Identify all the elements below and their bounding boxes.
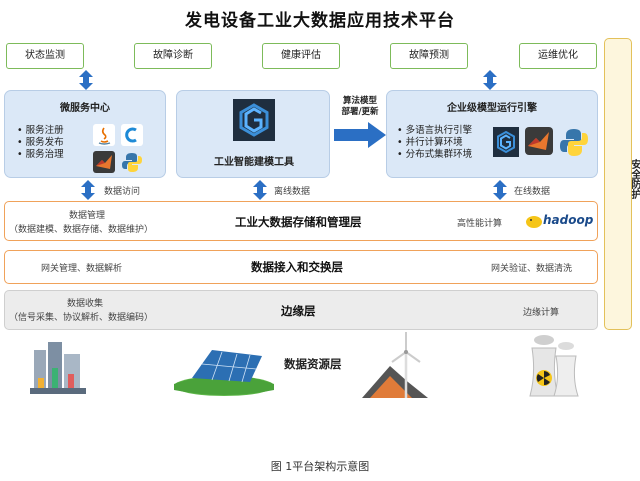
deploy-label-line2: 部署/更新 (341, 107, 379, 117)
right-arrow-icon (334, 122, 386, 148)
list-item: 多语言执行引擎 (397, 125, 473, 137)
storage-layer: 数据管理 （数据建模、数据存储、数据维护） 工业大数据存储和管理层 高性能计算 … (4, 201, 598, 241)
edge-left-line2: （信号采集、协议解析、数据编码） (9, 313, 154, 323)
security-bar: 安全防护 (604, 38, 640, 330)
c-language-icon (121, 124, 143, 146)
access-left-label: 网关管理、数据解析 (41, 264, 123, 274)
hadoop-text: hadoop (543, 213, 594, 227)
list-item: 服务注册 (17, 125, 64, 137)
list-item: 服务治理 (17, 149, 64, 161)
modeling-tool-panel: 工业智能建模工具 (176, 90, 330, 178)
data-source-label: 数据资源层 (284, 357, 342, 371)
figure-caption: 图 1平台架构示意图 (270, 460, 370, 473)
double-arrow-icon (483, 70, 497, 90)
access-layer-title: 数据接入和交换层 (251, 260, 343, 274)
module-health-assessment: 健康评估 (262, 43, 340, 69)
edge-layer: 数据收集 （信号采集、协议解析、数据编码） 边缘层 边缘计算 (4, 290, 598, 330)
offline-data-label: 离线数据 (274, 187, 311, 197)
list-item: 并行计算环境 (397, 137, 472, 149)
page-title: 发电设备工业大数据应用技术平台 (185, 11, 455, 31)
module-fault-prediction: 故障预测 (390, 43, 468, 69)
matlab-icon (525, 127, 553, 155)
data-access-label: 数据访问 (104, 187, 141, 197)
engine-panel: 企业级模型运行引擎 多语言执行引擎 并行计算环境 分布式集群环境 (386, 90, 598, 178)
wind-turbine-icon (362, 332, 428, 398)
g-logo-icon (493, 127, 519, 157)
java-icon (93, 124, 115, 146)
deploy-arrow-label: 算法模型 部署/更新 (334, 96, 386, 118)
matlab-icon (93, 151, 115, 173)
storage-left-line1: 数据管理 (69, 211, 106, 221)
solar-panel-icon (174, 350, 274, 396)
edge-left-line1: 数据收集 (67, 299, 104, 309)
storage-left-line2: （数据建模、数据存储、数据维护） (9, 225, 154, 235)
python-icon (122, 153, 142, 172)
micro-service-panel: 微服务中心 服务注册 服务发布 服务治理 (4, 90, 166, 178)
micro-service-list: 服务注册 服务发布 服务治理 (17, 125, 64, 161)
micro-service-title: 微服务中心 (60, 103, 110, 114)
deploy-label-line1: 算法模型 (342, 96, 377, 106)
list-item: 分布式集群环境 (397, 149, 473, 161)
edge-right-label: 边缘计算 (523, 308, 560, 318)
module-fault-diagnosis: 故障诊断 (134, 43, 212, 69)
engine-list: 多语言执行引擎 并行计算环境 分布式集群环境 (397, 125, 473, 161)
security-label: 安全防护 (629, 159, 640, 199)
edge-layer-title: 边缘层 (281, 304, 316, 318)
online-data-label: 在线数据 (514, 187, 551, 197)
module-operation-optimization: 运维优化 (519, 43, 597, 69)
access-layer: 网关管理、数据解析 数据接入和交换层 网关验证、数据清洗 (4, 250, 598, 284)
double-arrow-icon (253, 180, 267, 200)
power-plant-building-icon (30, 342, 86, 394)
list-item: 服务发布 (17, 137, 64, 149)
engine-title: 企业级模型运行引擎 (447, 103, 537, 114)
module-state-monitoring: 状态监测 (6, 43, 84, 69)
storage-layer-title: 工业大数据存储和管理层 (235, 215, 362, 229)
nuclear-plant-icon (529, 335, 579, 397)
elephant-icon (526, 216, 542, 228)
python-icon (560, 129, 588, 156)
hadoop-logo: hadoop (525, 212, 594, 230)
g-logo-icon (233, 99, 275, 141)
modeling-tool-label: 工业智能建模工具 (214, 157, 294, 168)
double-arrow-icon (81, 180, 95, 200)
double-arrow-icon (493, 180, 507, 200)
double-arrow-icon (79, 70, 93, 90)
storage-right-label: 高性能计算 (457, 219, 503, 229)
access-right-label: 网关验证、数据清洗 (491, 264, 573, 274)
